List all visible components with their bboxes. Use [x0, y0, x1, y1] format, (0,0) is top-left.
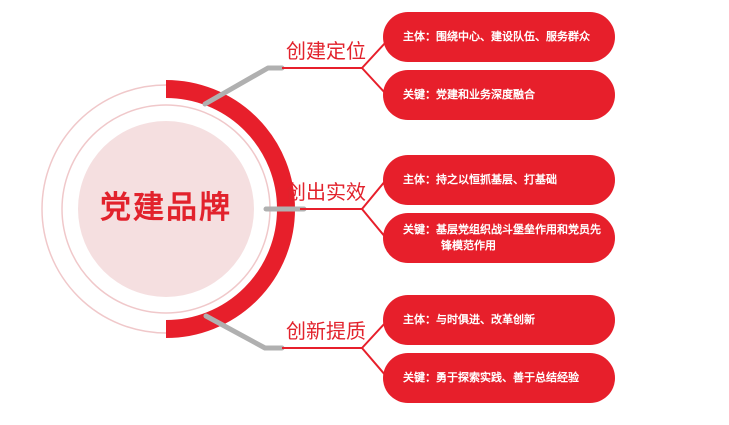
- pill-3-key: 关键：勇于探索实践、善于总结经验: [383, 353, 615, 403]
- pill-1-subject: 主体：围绕中心、建设队伍、服务群众: [383, 12, 615, 62]
- branch-label-3: 创新提质: [286, 319, 366, 343]
- connector-bottom: [203, 313, 285, 351]
- fork-middle: [361, 179, 387, 239]
- pill-text: 主体：持之以恒抓基层、打基础: [403, 173, 557, 186]
- pill-text: 关键：党建和业务深度融合: [403, 88, 535, 101]
- pill-text: 关键：基层党组织战斗堡垒作用和党员先锋模范作用: [403, 223, 601, 252]
- pill-2-key: 关键：基层党组织战斗堡垒作用和党员先锋模范作用: [383, 213, 615, 263]
- center-disc: [78, 121, 254, 297]
- pill-3-subject: 主体：与时俱进、改革创新: [383, 295, 615, 345]
- pill-1-key: 关键：党建和业务深度融合: [383, 70, 615, 120]
- pill-2-subject: 主体：持之以恒抓基层、打基础: [383, 155, 615, 205]
- branch-label-1: 创建定位: [286, 39, 366, 63]
- connector-top: [202, 65, 285, 107]
- pill-text: 关键：勇于探索实践、善于总结经验: [403, 371, 579, 384]
- pill-text: 主体：与时俱进、改革创新: [403, 313, 535, 326]
- fork-bottom: [361, 321, 387, 377]
- pill-text: 主体：围绕中心、建设队伍、服务群众: [403, 30, 590, 43]
- branch-label-2: 创出实效: [286, 180, 366, 204]
- center-title: 党建品牌: [100, 190, 232, 226]
- fork-top: [361, 41, 387, 95]
